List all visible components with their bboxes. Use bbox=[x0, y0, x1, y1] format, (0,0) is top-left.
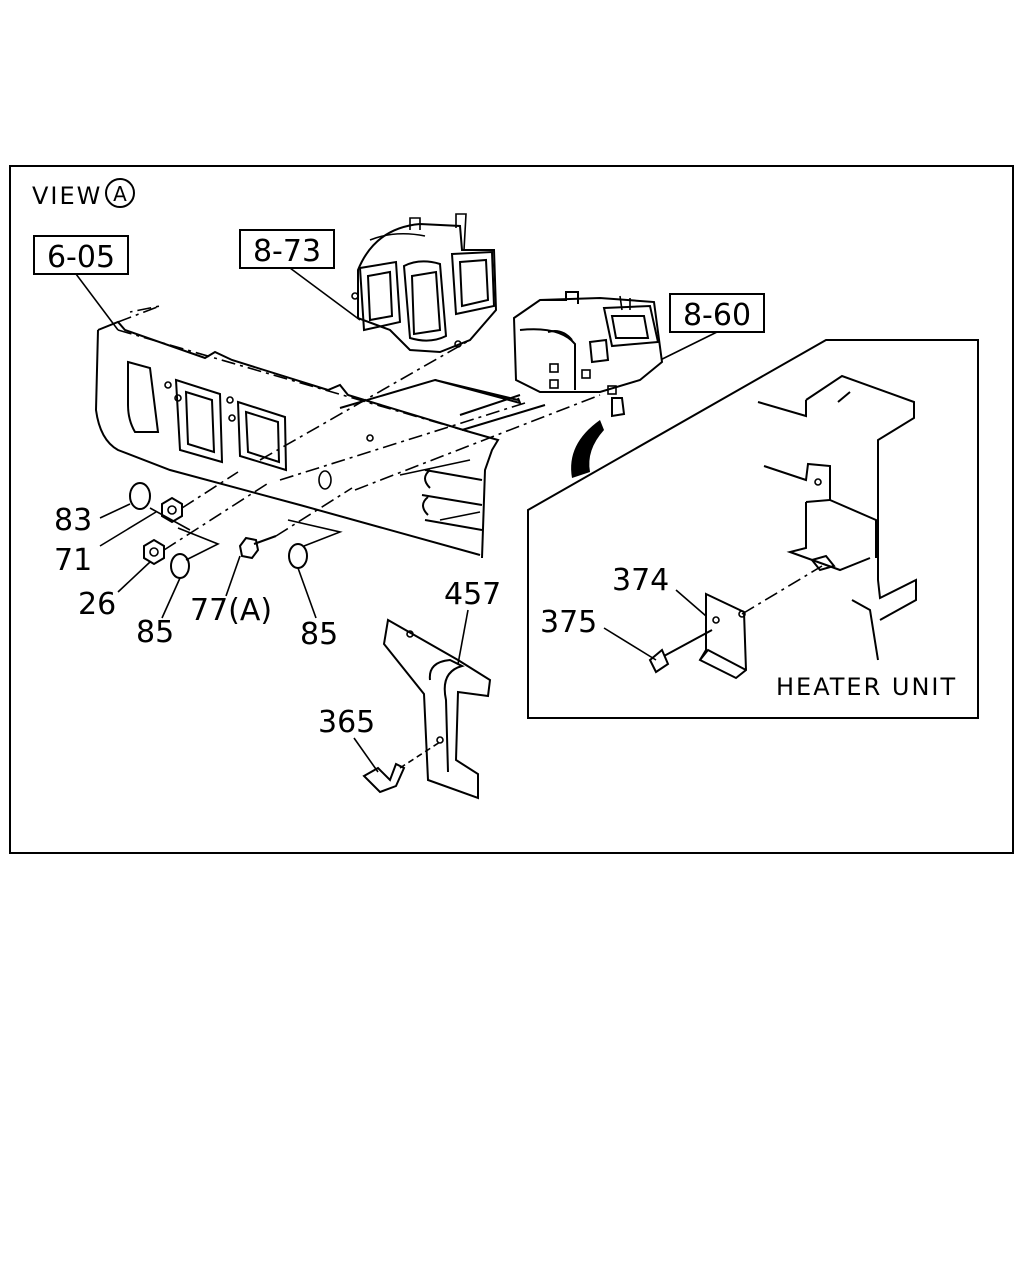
ref-box-8-60-label: 8-60 bbox=[683, 298, 751, 333]
part-label-85b: 85 bbox=[300, 617, 338, 652]
part-label-365: 365 bbox=[318, 705, 375, 740]
view-letter: A bbox=[113, 182, 127, 206]
bracket-457 bbox=[382, 618, 492, 800]
part-label-77a: 77(A) bbox=[190, 593, 272, 628]
nut-71 bbox=[161, 496, 183, 524]
view-prefix: VIEW bbox=[32, 182, 102, 210]
ref-box-6-05[interactable]: 6-05 bbox=[33, 235, 129, 275]
diagram-frame bbox=[9, 165, 1014, 854]
ref-box-8-60[interactable]: 8-60 bbox=[669, 293, 765, 333]
ref-box-6-05-label: 6-05 bbox=[47, 240, 115, 275]
view-title: VIEW A bbox=[32, 178, 135, 210]
view-arrow bbox=[571, 420, 604, 478]
inset-frame bbox=[527, 339, 979, 719]
part-label-83: 83 bbox=[54, 503, 92, 538]
nut-26 bbox=[143, 538, 165, 566]
heater-unit bbox=[512, 291, 664, 418]
part-label-85a: 85 bbox=[136, 615, 174, 650]
part-label-457: 457 bbox=[444, 577, 501, 612]
hardware-leaders bbox=[99, 471, 707, 773]
ref-box-8-73-label: 8-73 bbox=[253, 234, 321, 269]
part-label-71: 71 bbox=[54, 543, 92, 578]
bolt-77a bbox=[238, 535, 277, 560]
inset-heater-detail bbox=[757, 374, 917, 661]
o-ring-85b bbox=[288, 543, 308, 569]
duct-line bbox=[339, 378, 546, 431]
part-label-26: 26 bbox=[78, 587, 116, 622]
bolt-365 bbox=[362, 741, 441, 794]
blower-unit bbox=[351, 213, 498, 354]
part-label-375: 375 bbox=[540, 605, 597, 640]
ref-box-8-73[interactable]: 8-73 bbox=[239, 229, 335, 269]
leader-8-73 bbox=[289, 267, 361, 321]
part-label-374: 374 bbox=[612, 563, 669, 598]
dash-panel bbox=[94, 305, 500, 559]
leader-6-05 bbox=[75, 273, 119, 331]
view-circle bbox=[105, 178, 135, 208]
inset-caption: HEATER UNIT bbox=[776, 673, 957, 701]
bracket-374 bbox=[698, 592, 748, 680]
o-ring-85a bbox=[170, 553, 190, 579]
screw-375 bbox=[648, 629, 713, 674]
o-ring-83 bbox=[129, 482, 151, 510]
